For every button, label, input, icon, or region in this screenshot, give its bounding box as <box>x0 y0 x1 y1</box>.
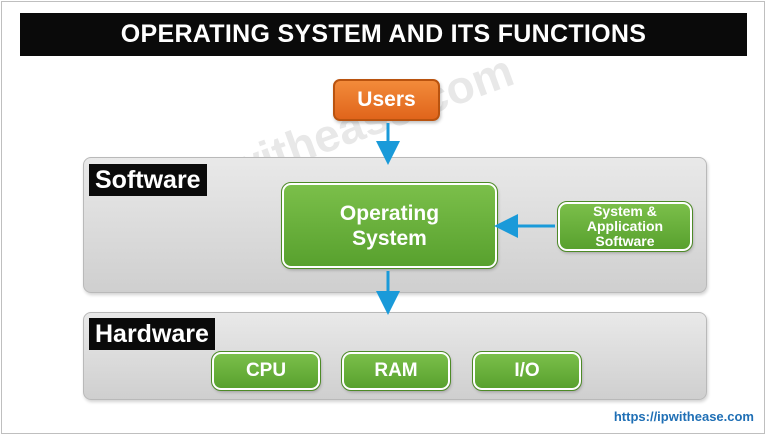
hardware-label: Hardware <box>89 318 215 350</box>
system-application-software-box: System & Application Software <box>557 201 693 252</box>
operating-system-label: Operating System <box>339 201 440 250</box>
ram-box: RAM <box>341 351 451 391</box>
cpu-box: CPU <box>211 351 321 391</box>
io-box: I/O <box>472 351 582 391</box>
diagram-title: OPERATING SYSTEM AND ITS FUNCTIONS <box>20 13 747 56</box>
source-url: https://ipwithease.com <box>613 409 754 424</box>
operating-system-box: Operating System <box>281 182 498 269</box>
system-application-software-label: System & Application Software <box>586 203 664 249</box>
users-box: Users <box>333 79 440 121</box>
software-label: Software <box>89 164 207 196</box>
